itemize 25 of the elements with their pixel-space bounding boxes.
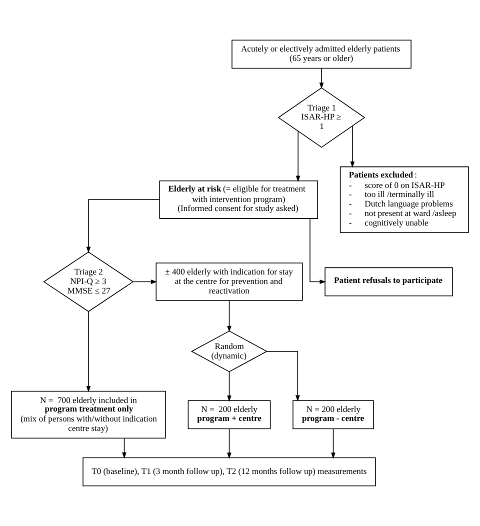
node-box: Acutely or electively admitted elderly patients (65 years or older)	[232, 40, 412, 69]
node-box: N = 200 elderly program + centre	[188, 400, 271, 430]
arrow	[310, 218, 326, 284]
arrow	[319, 68, 324, 89]
node-box: ± 400 elderly with indication for stay at the centre for prevention and reactivation	[156, 262, 303, 301]
arrow	[86, 199, 160, 254]
node-box: Patient refusals to participate	[324, 267, 453, 296]
node-box: T0 (baseline), T1 (3 month follow up), T2 (12 months follow up) measurements	[82, 457, 376, 486]
arrow	[227, 371, 232, 402]
arrow	[296, 130, 300, 182]
arrow	[227, 300, 232, 332]
arrow	[266, 350, 300, 402]
node-diamond: Random (dynamic)	[190, 330, 268, 372]
node-diamond: Triage 2 NPI-Q ≥ 3 MMSE ≤ 27	[43, 252, 134, 312]
arrow	[350, 126, 355, 168]
node-box: N = 700 elderly included in program treatment only (mix of persons with/without indication centre stay)	[11, 390, 166, 439]
node-box: N = 200 elderly program - centre	[292, 400, 374, 430]
node-box: Patients excluded: - score of 0 on ISAR-HP - too ill /terminally ill - Dutch language problems - not present at ward /asleep - cognitively unable	[340, 166, 469, 233]
arrow	[227, 428, 232, 459]
arrow	[122, 438, 126, 459]
arrow	[86, 311, 91, 392]
node-box: Elderly at risk (= eligible for treatment with intervention program) (Informed consent for study asked)	[159, 180, 318, 219]
arrow	[331, 428, 336, 459]
arrow	[133, 280, 158, 284]
node-diamond: Triage 1 ISAR-HP ≥ 1	[278, 87, 366, 148]
